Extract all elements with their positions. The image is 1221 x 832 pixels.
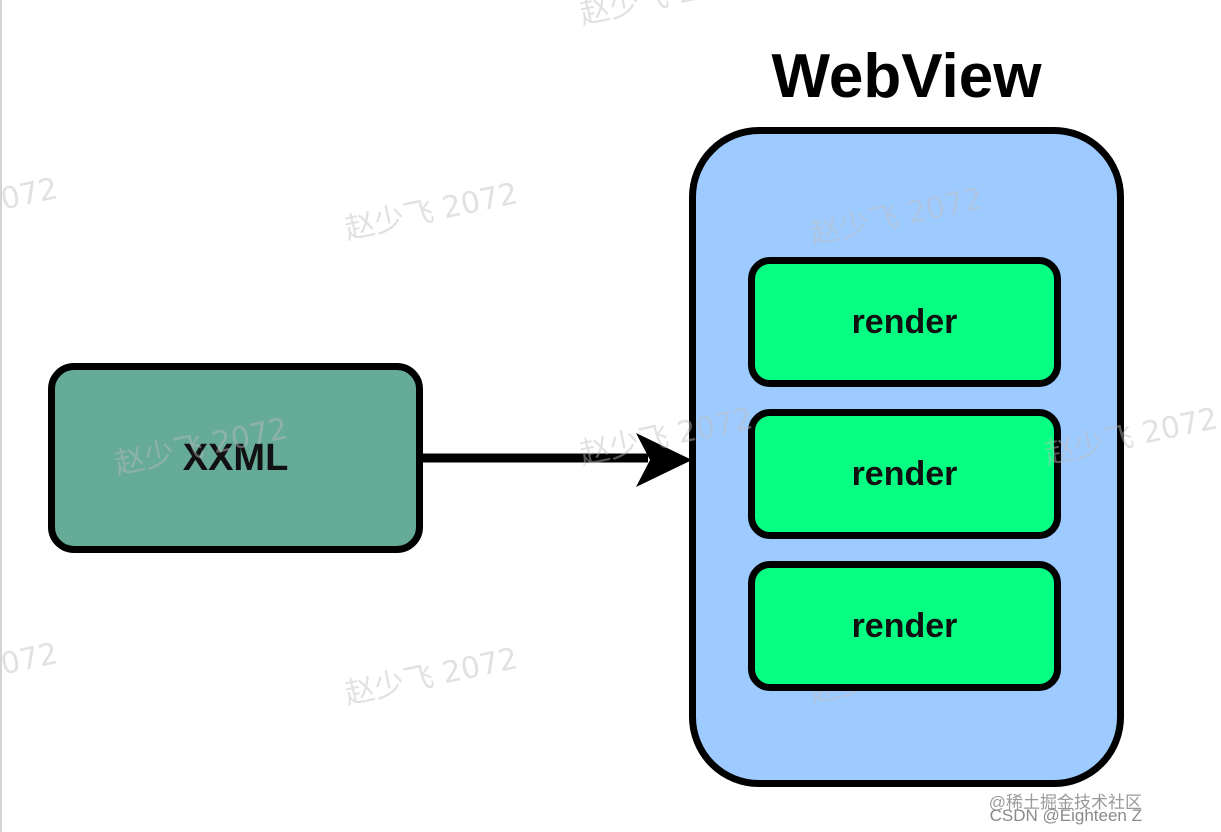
xxml-label: XXML <box>182 436 289 479</box>
credit-csdn: CSDN @Eighteen Z <box>989 806 1142 825</box>
credit-juejin: @稀土掘金技术社区 <box>988 793 1142 812</box>
render-node-1: render <box>748 257 1061 387</box>
arrow-head <box>636 433 692 487</box>
render-node-2: render <box>748 409 1061 539</box>
xxml-node: XXML <box>48 363 423 553</box>
webview-title: WebView <box>771 42 1042 111</box>
edge-xxml-to-webview <box>423 433 692 487</box>
render-label: render <box>851 454 958 493</box>
render-label: render <box>851 606 958 645</box>
render-node-3: render <box>748 561 1061 691</box>
render-label: render <box>851 302 958 341</box>
left-edge-rule <box>0 0 2 832</box>
